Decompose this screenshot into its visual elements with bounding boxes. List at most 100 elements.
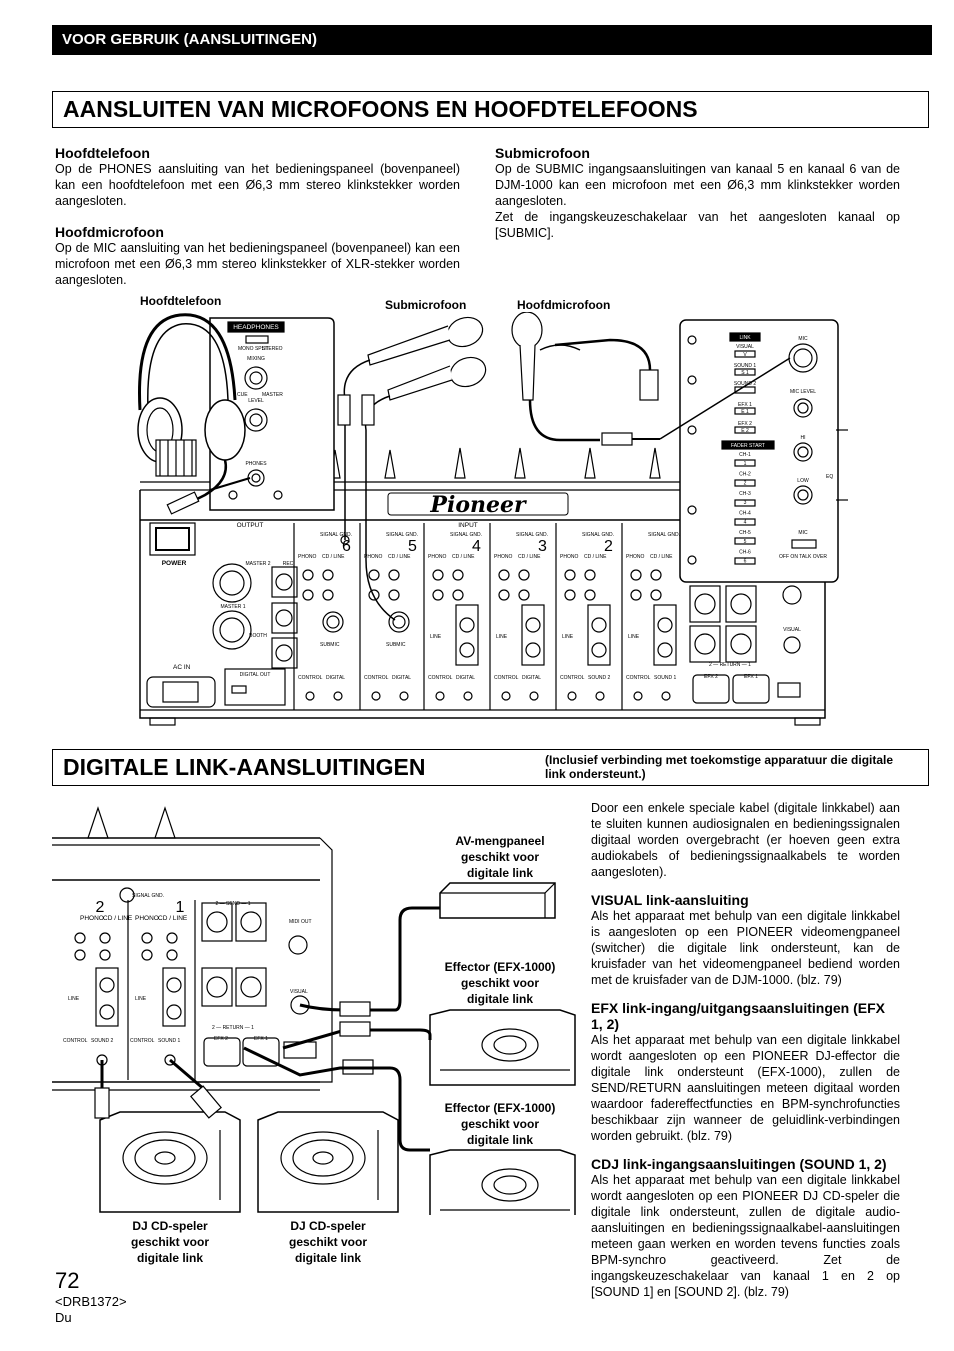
channel-number: 4 [472, 538, 481, 555]
fader-start-ch-label: CH-6 [739, 550, 751, 556]
ch-line-label: LINE [496, 634, 508, 640]
ch-cdline-label: CD / LINE [518, 554, 541, 560]
d2-efx1: EFX 1 [254, 1036, 268, 1042]
caption-cdj-2: DJ CD-speler geschikt voor digitale link [288, 1219, 368, 1265]
fader-start-ch-number: 4 [744, 520, 747, 526]
fader-start-label: FADER START [731, 443, 765, 449]
connection-diagram-2: SIGNAL GND. PHONO CD / LINE PHONO CD / L… [52, 806, 576, 1215]
off-on-talk-label: OFF ON TALK OVER [779, 554, 827, 560]
lang-code: Du [55, 1310, 72, 1325]
d2-control-2: CONTROL [130, 1038, 155, 1044]
ch-source-label: DIGITAL [392, 675, 411, 681]
cdj-heading: CDJ link-ingangsaansluitingen (SOUND 1, … [591, 1156, 887, 1172]
ch-source-label: DIGITAL [522, 675, 541, 681]
ch-line-label: LINE [628, 634, 640, 640]
fader-start-ch-label: CH-2 [739, 472, 751, 478]
d2-sound1: SOUND 1 [158, 1038, 180, 1044]
visual-text: Als het apparaat met behulp van een digi… [591, 909, 900, 987]
page-number: 72 [55, 1268, 80, 1293]
power-label: POWER [162, 560, 187, 567]
section2-subtitle: (Inclusief verbinding met toekomstige ap… [545, 753, 894, 781]
tp-sound1-label: SOUND 1 [734, 363, 756, 369]
d2-phono-1: PHONO [80, 915, 104, 922]
mic-level-label: MIC LEVEL [790, 389, 816, 395]
ch-signal-gnd-label: SIGNAL GND. [386, 532, 418, 538]
visual-heading: VISUAL link-aansluiting [591, 892, 749, 908]
hi-label: HI [801, 435, 806, 441]
fader-start-ch-label: CH-5 [739, 530, 751, 536]
visual-label: VISUAL [783, 627, 801, 633]
ch-cdline-label: CD / LINE [322, 554, 345, 560]
section2-title-box: DIGITALE LINK-AANSLUITINGEN [52, 749, 929, 786]
hoofdtelefoon-heading: Hoofdtelefoon [55, 145, 150, 161]
fader-start-ch-number: 2 [744, 481, 747, 487]
mixing-label: MIXING [247, 356, 265, 362]
d2-visual: VISUAL [290, 989, 308, 995]
tp-mic2-label: MIC [798, 530, 808, 536]
ch-control-label: CONTROL [494, 675, 519, 681]
d2-line-1: LINE [68, 996, 80, 1002]
digital-link-text: Door een enkele speciale kabel (digitale… [591, 800, 900, 1300]
tp-efx2-label: EFX 2 [738, 421, 752, 427]
hoofdmicrofoon-text: Op de MIC aansluiting van het bedienings… [55, 241, 460, 287]
d2-return: 2 — RETURN — 1 [212, 1025, 254, 1031]
d2-ch1: 1 [176, 899, 185, 916]
low-label: LOW [797, 478, 809, 484]
efx1-label: EFX 1 [744, 674, 758, 680]
ch-signal-gnd-label: SIGNAL GND. [450, 532, 482, 538]
tp-e2-label: E 2 [741, 428, 749, 434]
ch-source-label: SOUND 2 [588, 675, 610, 681]
hoofdmicrofoon-block: Hoofdmicrofoon Op de MIC aansluiting van… [55, 224, 460, 288]
connection-diagram-1: HEADPHONES MONO SPLIT STEREO MIXING CUE … [137, 312, 848, 726]
fader-start-ch-number: 1 [744, 461, 747, 467]
label-submicrofoon: Submicrofoon [385, 298, 467, 312]
headphones-label: HEADPHONES [233, 324, 279, 331]
ch-control-label: CONTROL [428, 675, 453, 681]
section2-title: DIGITALE LINK-AANSLUITINGEN [63, 754, 426, 780]
fader-start-ch-number: 5 [744, 539, 747, 545]
d2-signal-gnd: SIGNAL GND. [132, 893, 164, 899]
output-label: OUTPUT [237, 522, 264, 529]
label-hoofdtelefoon: Hoofdtelefoon [140, 294, 222, 308]
digital-out-label: DIGITAL OUT [240, 672, 271, 678]
tp-visual-label: VISUAL [736, 344, 754, 350]
ch-line-label: LINE [562, 634, 574, 640]
ch-control-label: CONTROL [364, 675, 389, 681]
booth-label: BOOTH [249, 633, 267, 639]
level-label: LEVEL [248, 398, 264, 404]
ch-signal-gnd-label: SIGNAL GND. [320, 532, 352, 538]
caption-av-mixer: AV-mengpaneel geschikt voor digitale lin… [455, 834, 545, 880]
section-header: VOOR GEBRUIK (AANSLUITINGEN) [52, 25, 932, 55]
submicrofoon-text-1: Op de SUBMIC ingangsaansluitingen van ka… [495, 162, 900, 208]
ch-control-label: CONTROL [298, 675, 323, 681]
caption-cdj-1: DJ CD-speler geschikt voor digitale link [130, 1219, 210, 1265]
tp-v-label: V [743, 352, 747, 358]
ch-phono-label: PHONO [494, 554, 512, 560]
tp-s1-label: S 1 [741, 370, 749, 376]
ch-cdline-label: CD / LINE [388, 554, 411, 560]
fader-start-ch-number: 6 [744, 559, 747, 565]
section-title: AANSLUITEN VAN MICROFOONS EN HOOFDTELEFO… [52, 91, 929, 128]
ch-phono-label: PHONO [626, 554, 644, 560]
d2-efx2: EFX 2 [214, 1036, 228, 1042]
master1-label: MASTER 1 [220, 604, 245, 610]
ac-in-label: AC IN [173, 664, 191, 671]
channel-number: 5 [408, 538, 417, 555]
master-label: MASTER [262, 392, 283, 398]
fader-start-ch-label: CH-3 [739, 491, 751, 497]
d2-cdline-2: CD / LINE [158, 915, 188, 922]
stereo-label: STEREO [262, 346, 283, 352]
input-label: INPUT [458, 522, 478, 529]
d2-control-1: CONTROL [63, 1038, 88, 1044]
ch-phono-label: PHONO [298, 554, 316, 560]
tp-mic-label: MIC [798, 336, 808, 342]
submicrofoon-heading: Submicrofoon [495, 145, 590, 161]
return-label: 2 — RETURN — 1 [709, 662, 751, 668]
ch-signal-gnd-label: SIGNAL GND. [648, 532, 680, 538]
intro-text: Door een enkele speciale kabel (digitale… [591, 801, 900, 879]
ch-submic-label: SUBMIC [320, 642, 340, 648]
caption-effector-2: Effector (EFX-1000) geschikt voor digita… [444, 1101, 556, 1147]
phones-label: PHONES [245, 461, 267, 467]
efx-heading: EFX link-ingang/uitgangsaansluitingen (E… [591, 1000, 886, 1032]
ch-cdline-label: CD / LINE [584, 554, 607, 560]
